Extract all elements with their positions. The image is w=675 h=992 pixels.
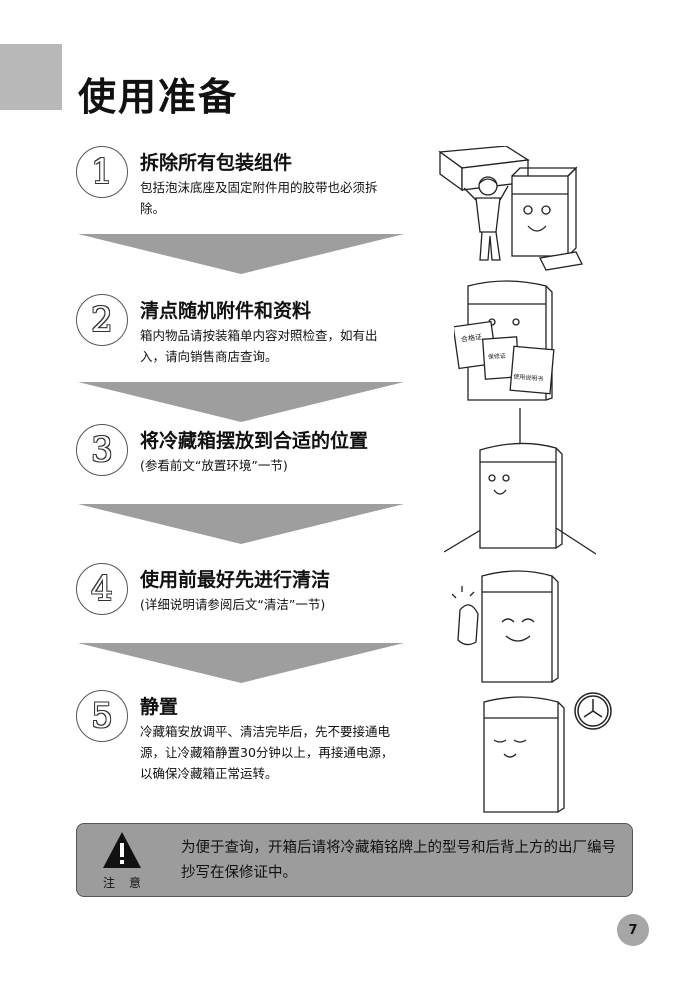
step-title: 使用前最好先进行清洁 xyxy=(140,569,331,591)
step-description: (详细说明请参阅后文“清洁”一节) xyxy=(140,597,326,612)
step-description: 箱内物品请按装箱单内容对照检查，如有出入，请向销售商店查询。 xyxy=(140,328,378,364)
corner-tab xyxy=(0,44,62,110)
notice-text: 为便于查询，开箱后请将冷藏箱铭牌上的型号和后背上方的出厂编号抄写在保修证中。 xyxy=(181,840,616,881)
step-number: 5 xyxy=(76,690,128,742)
step-number: 4 xyxy=(76,563,128,615)
down-arrow-banner xyxy=(78,504,404,544)
doc-label: 使用说明书 xyxy=(513,372,544,383)
notice-label: 注意 xyxy=(103,876,156,890)
down-arrow-banner xyxy=(78,643,404,683)
documents-illustration: 合格证 保修证 使用说明书 xyxy=(454,280,555,401)
placement-illustration xyxy=(444,408,596,555)
warning-icon xyxy=(103,832,141,868)
step-title: 清点随机附件和资料 xyxy=(140,300,312,322)
step-number: 1 xyxy=(76,146,128,198)
doc-label: 保修证 xyxy=(488,352,507,361)
step-description: 冷藏箱安放调平、清洁完毕后，先不要接通电源，让冷藏箱静置30分钟以上，再接通电源… xyxy=(140,724,394,781)
step-title: 拆除所有包装组件 xyxy=(140,152,293,174)
step-description: 包括泡沫底座及固定附件用的胶带也必须拆除。 xyxy=(140,180,378,216)
step-number: 2 xyxy=(76,294,128,346)
cleaning-illustration xyxy=(452,570,559,683)
notice-box: 注意 为便于查询，开箱后请将冷藏箱铭牌上的型号和后背上方的出厂编号抄写在保修证中… xyxy=(76,823,633,897)
step-title: 将冷藏箱摆放到合适的位置 xyxy=(140,430,369,452)
step-description: (参看前文“放置环境”一节) xyxy=(140,458,288,473)
step-number: 3 xyxy=(76,424,128,476)
clock-icon xyxy=(574,692,612,730)
page-title: 使用准备 xyxy=(78,75,239,119)
step-title: 静置 xyxy=(140,696,179,718)
down-arrow-banner xyxy=(78,382,404,422)
down-arrow-banner xyxy=(78,234,404,274)
unpacking-illustration xyxy=(438,146,583,271)
page-number: 7 xyxy=(617,914,649,946)
resting-illustration xyxy=(483,696,565,813)
doc-label: 合格证 xyxy=(460,332,482,344)
